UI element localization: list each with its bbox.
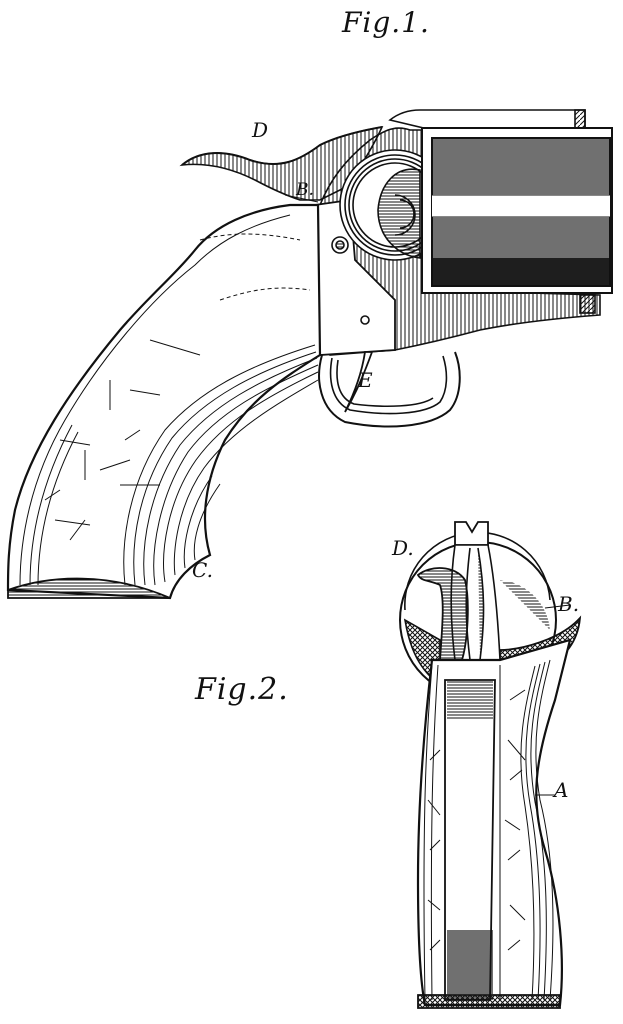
fig2-label-a: A	[554, 778, 569, 802]
fig1-label-d: D	[252, 118, 269, 142]
fig1-label-c: C.	[192, 558, 213, 582]
fig1-revolver	[6, 109, 613, 600]
fig2-grip	[399, 521, 582, 1009]
fig2-label-b: B.	[558, 592, 580, 616]
fig2-label-d: D.	[392, 536, 414, 560]
leader-lines	[284, 194, 571, 796]
fig1-label-e: E	[358, 368, 373, 392]
fig1-label-b: B.	[296, 180, 314, 200]
fig1-title: Fig.1.	[342, 6, 430, 39]
fig2-title: Fig.2.	[195, 672, 289, 707]
